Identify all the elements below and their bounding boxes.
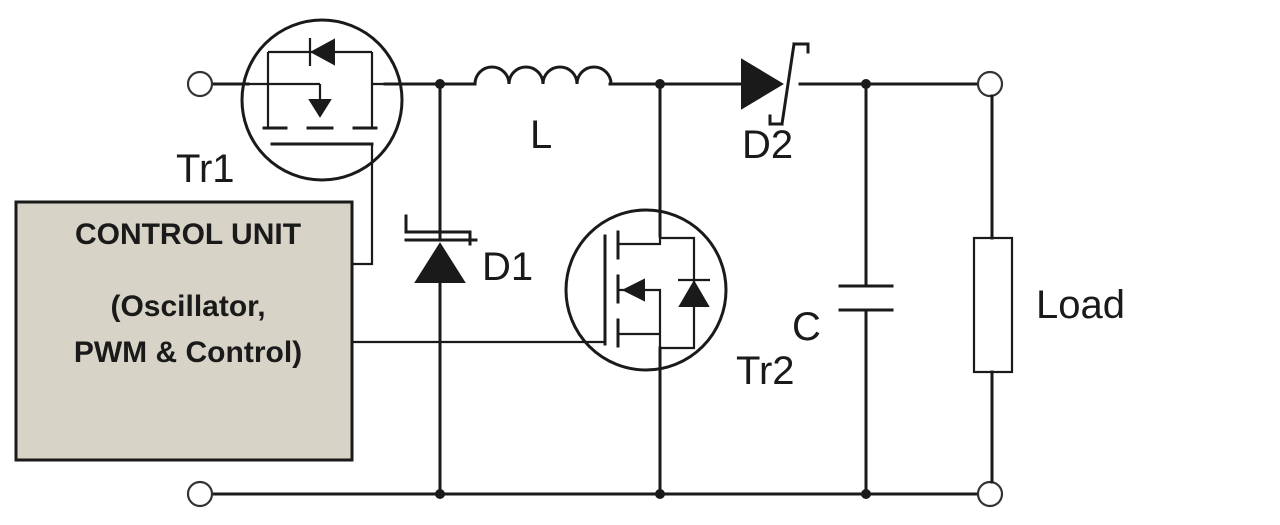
tr1-arrow-icon xyxy=(308,99,332,118)
inductor-coil-icon xyxy=(473,65,613,86)
transistor-tr2 xyxy=(564,208,728,372)
junction-dot xyxy=(861,489,871,499)
output-terminal-negative xyxy=(976,480,1004,508)
label-d1: D1 xyxy=(482,245,533,289)
label-d2: D2 xyxy=(742,123,793,167)
label-load: Load xyxy=(1036,283,1125,327)
junction-dot xyxy=(655,79,665,89)
label-inductor: L xyxy=(530,113,552,157)
load-resistor xyxy=(972,236,1014,374)
tr1-envelope xyxy=(240,18,404,182)
control-unit-title: CONTROL UNIT xyxy=(75,218,301,251)
capacitor-c xyxy=(838,284,894,312)
label-tr2: Tr2 xyxy=(736,349,795,393)
label-capacitor: C xyxy=(792,305,821,349)
output-terminal-positive xyxy=(976,70,1004,98)
d1-diode-icon xyxy=(414,242,466,283)
d2-diode-icon xyxy=(741,58,784,110)
control-unit-line3: PWM & Control) xyxy=(74,336,302,369)
diode-d2 xyxy=(741,42,810,126)
input-terminal-positive xyxy=(186,70,214,98)
transistor-tr1 xyxy=(240,18,404,266)
junction-dot xyxy=(655,489,665,499)
tr2-envelope xyxy=(564,208,728,372)
junction-dot xyxy=(435,489,445,499)
label-tr1: Tr1 xyxy=(176,147,235,191)
input-terminal-negative xyxy=(186,480,214,508)
inductor-l xyxy=(473,65,613,86)
junction-dot xyxy=(435,79,445,89)
control-unit-box xyxy=(14,200,354,462)
control-unit-line2: (Oscillator, xyxy=(110,290,265,323)
tr2-body-diode-icon xyxy=(678,280,710,307)
tr2-arrow-icon xyxy=(621,278,645,302)
diode-d1 xyxy=(404,214,478,283)
control-unit: CONTROL UNIT (Oscillator, PWM & Control) xyxy=(14,200,354,462)
tr1-body-diode-icon xyxy=(309,38,335,66)
junction-dot xyxy=(861,79,871,89)
